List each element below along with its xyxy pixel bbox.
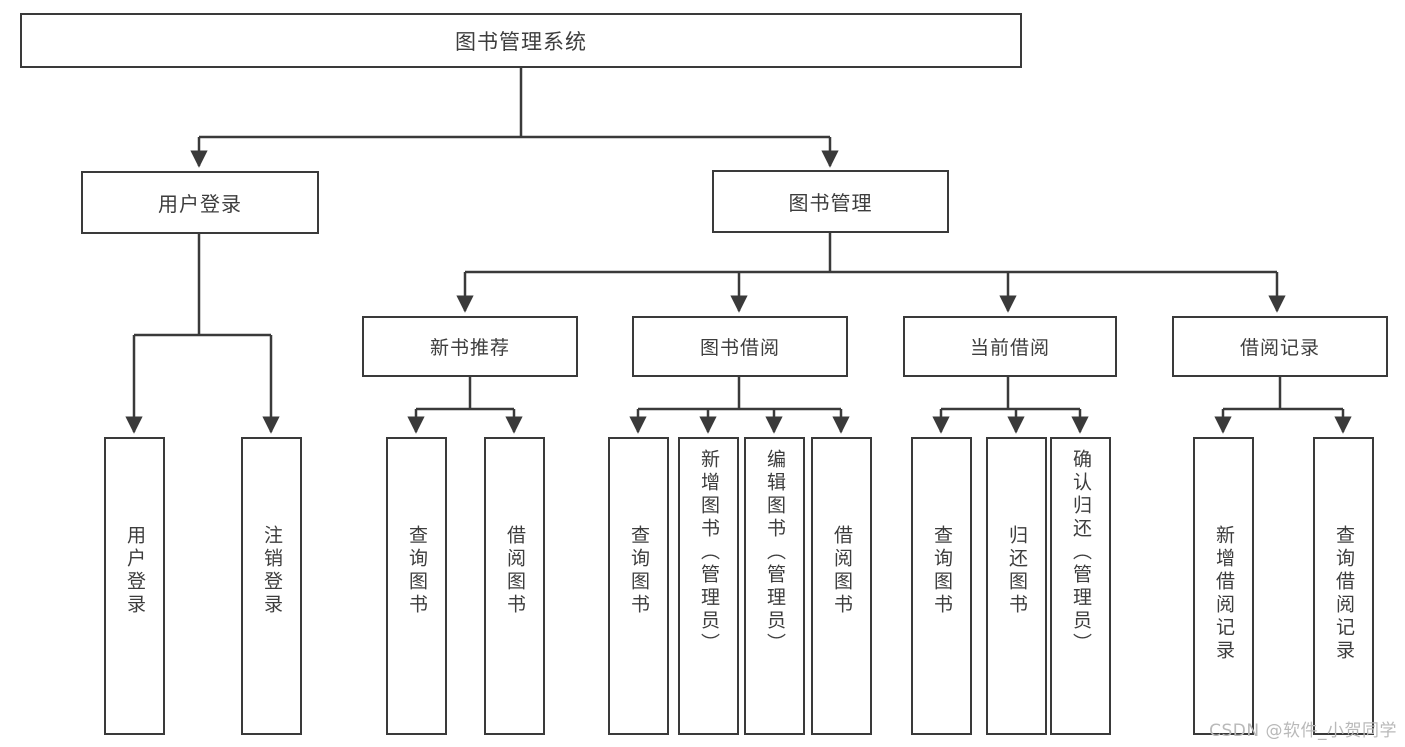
leaf-add-borrow-record[interactable]: 新增借阅记录 xyxy=(1193,437,1254,735)
leaf-newbook-query-book[interactable]: 查询图书 xyxy=(386,437,447,735)
node-root[interactable]: 图书管理系统 xyxy=(20,13,1022,68)
node-current-borrow[interactable]: 当前借阅 xyxy=(903,316,1117,377)
leaf-query-borrow-record-label: 查询借阅记录 xyxy=(1333,525,1355,663)
node-book-borrow-label: 图书借阅 xyxy=(699,337,780,359)
node-user-login[interactable]: 用户登录 xyxy=(81,171,319,234)
leaf-newbook-query-book-label: 查询图书 xyxy=(406,525,428,617)
leaf-query-borrow-record[interactable]: 查询借阅记录 xyxy=(1313,437,1374,735)
leaf-confirm-return-admin[interactable]: 确认归还（管理员） xyxy=(1050,437,1111,735)
leaf-newbook-borrow-book[interactable]: 借阅图书 xyxy=(484,437,545,735)
leaf-borrow-query-book-label: 查询图书 xyxy=(628,525,650,617)
leaf-user-logout[interactable]: 注销登录 xyxy=(241,437,302,735)
leaf-borrow-lend-book[interactable]: 借阅图书 xyxy=(811,437,872,735)
node-borrow-record-label: 借阅记录 xyxy=(1239,337,1320,359)
leaf-newbook-borrow-book-label: 借阅图书 xyxy=(504,525,526,617)
watermark: CSDN @软件_小贺同学 xyxy=(1209,721,1397,741)
leaf-current-query-book[interactable]: 查询图书 xyxy=(911,437,972,735)
leaf-confirm-return-admin-label: 确认归还（管理员） xyxy=(1070,449,1092,656)
leaf-edit-book-admin-label: 编辑图书（管理员） xyxy=(764,449,786,656)
leaf-current-query-book-label: 查询图书 xyxy=(931,525,953,617)
leaf-return-book-label: 归还图书 xyxy=(1006,525,1028,617)
node-new-book-recommend-label: 新书推荐 xyxy=(429,337,510,359)
leaf-return-book[interactable]: 归还图书 xyxy=(986,437,1047,735)
leaf-add-borrow-record-label: 新增借阅记录 xyxy=(1213,525,1235,663)
node-root-label: 图书管理系统 xyxy=(455,29,587,54)
node-book-management[interactable]: 图书管理 xyxy=(712,170,949,233)
node-book-management-label: 图书管理 xyxy=(788,191,873,215)
leaf-user-logout-label: 注销登录 xyxy=(261,525,283,617)
leaf-user-login[interactable]: 用户登录 xyxy=(104,437,165,735)
node-book-borrow[interactable]: 图书借阅 xyxy=(632,316,848,377)
leaf-borrow-query-book[interactable]: 查询图书 xyxy=(608,437,669,735)
leaf-add-book-admin[interactable]: 新增图书（管理员） xyxy=(678,437,739,735)
leaf-edit-book-admin[interactable]: 编辑图书（管理员） xyxy=(744,437,805,735)
node-borrow-record[interactable]: 借阅记录 xyxy=(1172,316,1388,377)
leaf-user-login-label: 用户登录 xyxy=(124,525,146,617)
node-current-borrow-label: 当前借阅 xyxy=(969,337,1050,359)
node-new-book-recommend[interactable]: 新书推荐 xyxy=(362,316,578,377)
leaf-borrow-lend-book-label: 借阅图书 xyxy=(831,525,853,617)
leaf-add-book-admin-label: 新增图书（管理员） xyxy=(698,449,720,656)
node-user-login-label: 用户登录 xyxy=(158,192,242,216)
